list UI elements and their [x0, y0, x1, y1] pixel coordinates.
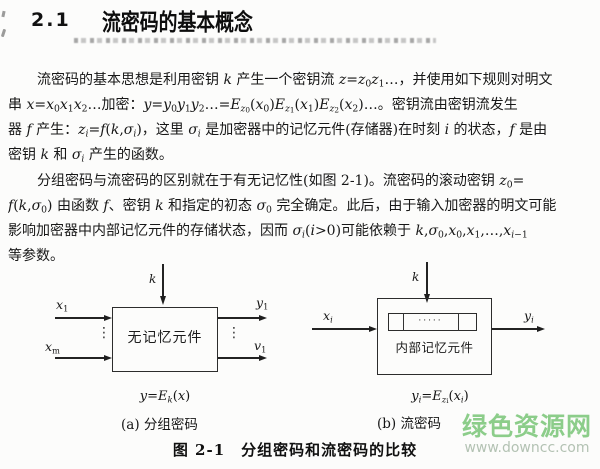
- scan-artifact: [0, 28, 7, 38]
- text-line: 流密码的基本思想是利用密钥 k 产生一个密钥流 z=z0z1…，并使用如下规则对…: [37, 72, 553, 90]
- formula-block-cipher: y=Ek(x): [139, 389, 191, 406]
- memory-box-label: 内部记忆元件: [395, 340, 474, 355]
- input-label-xm: xm: [45, 339, 60, 356]
- output-arrow-line: [218, 357, 260, 359]
- output-arrow-line: [492, 328, 538, 330]
- text-line: 密钥 k 和 σi 产生的函数。: [8, 147, 173, 165]
- register-dots: ·····: [418, 316, 443, 326]
- register-cell-divider: [458, 313, 460, 331]
- key-label-a: k: [149, 272, 157, 286]
- key-arrow-line-b: [426, 262, 428, 295]
- watermark-site-name: 绿色资源网: [461, 412, 592, 441]
- scan-artifact: [1, 10, 6, 18]
- text-line: 影响加密器中内部记忆元件的存储状态，因而 σi(i>0)可能依赖于 k,σ0,x…: [8, 223, 528, 241]
- output-label-yi: yi: [524, 308, 534, 325]
- watermark: 绿色资源网 www.downcc.com: [456, 412, 598, 456]
- scan-smudge-underline: [74, 38, 436, 43]
- caption-a: (a) 分组密码: [121, 417, 198, 433]
- text-line: 分组密码与流密码的区别就在于有无记忆性(如图 2-1)。流密码的滚动密钥 z0=: [37, 173, 525, 191]
- output-arrowhead: [259, 314, 267, 321]
- input-arrowhead: [369, 325, 377, 332]
- section-number: 2.1: [31, 9, 71, 31]
- watermark-site-url: www.downcc.com: [464, 440, 590, 456]
- text-line: 等参数。: [8, 248, 64, 264]
- vertical-dots-left: ⋮: [97, 325, 111, 341]
- input-arrowhead: [104, 354, 112, 361]
- input-arrowhead: [104, 314, 112, 321]
- key-label-b: k: [412, 270, 420, 284]
- memory-box-outer: [377, 298, 492, 375]
- input-arrow-line: [55, 357, 105, 359]
- vertical-dots-right: ⋮: [227, 325, 241, 341]
- input-label-x1: x1: [56, 297, 69, 314]
- figure-caption: 图 2-1 分组密码和流密码的比较: [172, 441, 418, 459]
- memoryless-box-label: 无记忆元件: [127, 330, 203, 346]
- text-line: f(k,σ0) 由函数 f、密钥 k 和指定的初态 σ0 完全确定。此后，由于输…: [8, 198, 557, 216]
- paragraph-2: 分组密码与流密码的区别就在于有无记忆性(如图 2-1)。流密码的滚动密钥 z0=…: [8, 169, 596, 269]
- key-arrow-line-a: [162, 264, 164, 297]
- output-label-v1: v1: [254, 338, 267, 355]
- input-arrow-line: [55, 317, 105, 319]
- register-cell-divider: [403, 313, 405, 331]
- output-arrowhead: [259, 354, 267, 361]
- key-arrowhead-a: [159, 296, 166, 305]
- input-label-xi: xi: [323, 308, 333, 325]
- caption-b: (b) 流密码: [377, 416, 441, 432]
- shift-register-box: [388, 313, 477, 331]
- output-arrowhead: [537, 325, 545, 332]
- output-label-y1: y1: [256, 295, 269, 312]
- page-title: 流密码的基本概念: [102, 10, 253, 36]
- text-line: 串 x=x0x1x2…加密：y=y0y1y2…=Ez0(x0)Ez1(x1)Ez…: [8, 97, 518, 115]
- formula-stream-cipher: yi=Ezi(xi): [411, 389, 469, 406]
- output-arrow-line: [218, 317, 260, 319]
- text-line: 器 f 产生：zi=f(k,σi)，这里 σi 是加密器中的记忆元件(存储器)在…: [8, 122, 548, 140]
- memoryless-box: [112, 307, 218, 372]
- input-arrow-line: [312, 328, 370, 330]
- paragraph-1: 流密码的基本思想是利用密钥 k 产生一个密钥流 z=z0z1…，并使用如下规则对…: [8, 68, 596, 168]
